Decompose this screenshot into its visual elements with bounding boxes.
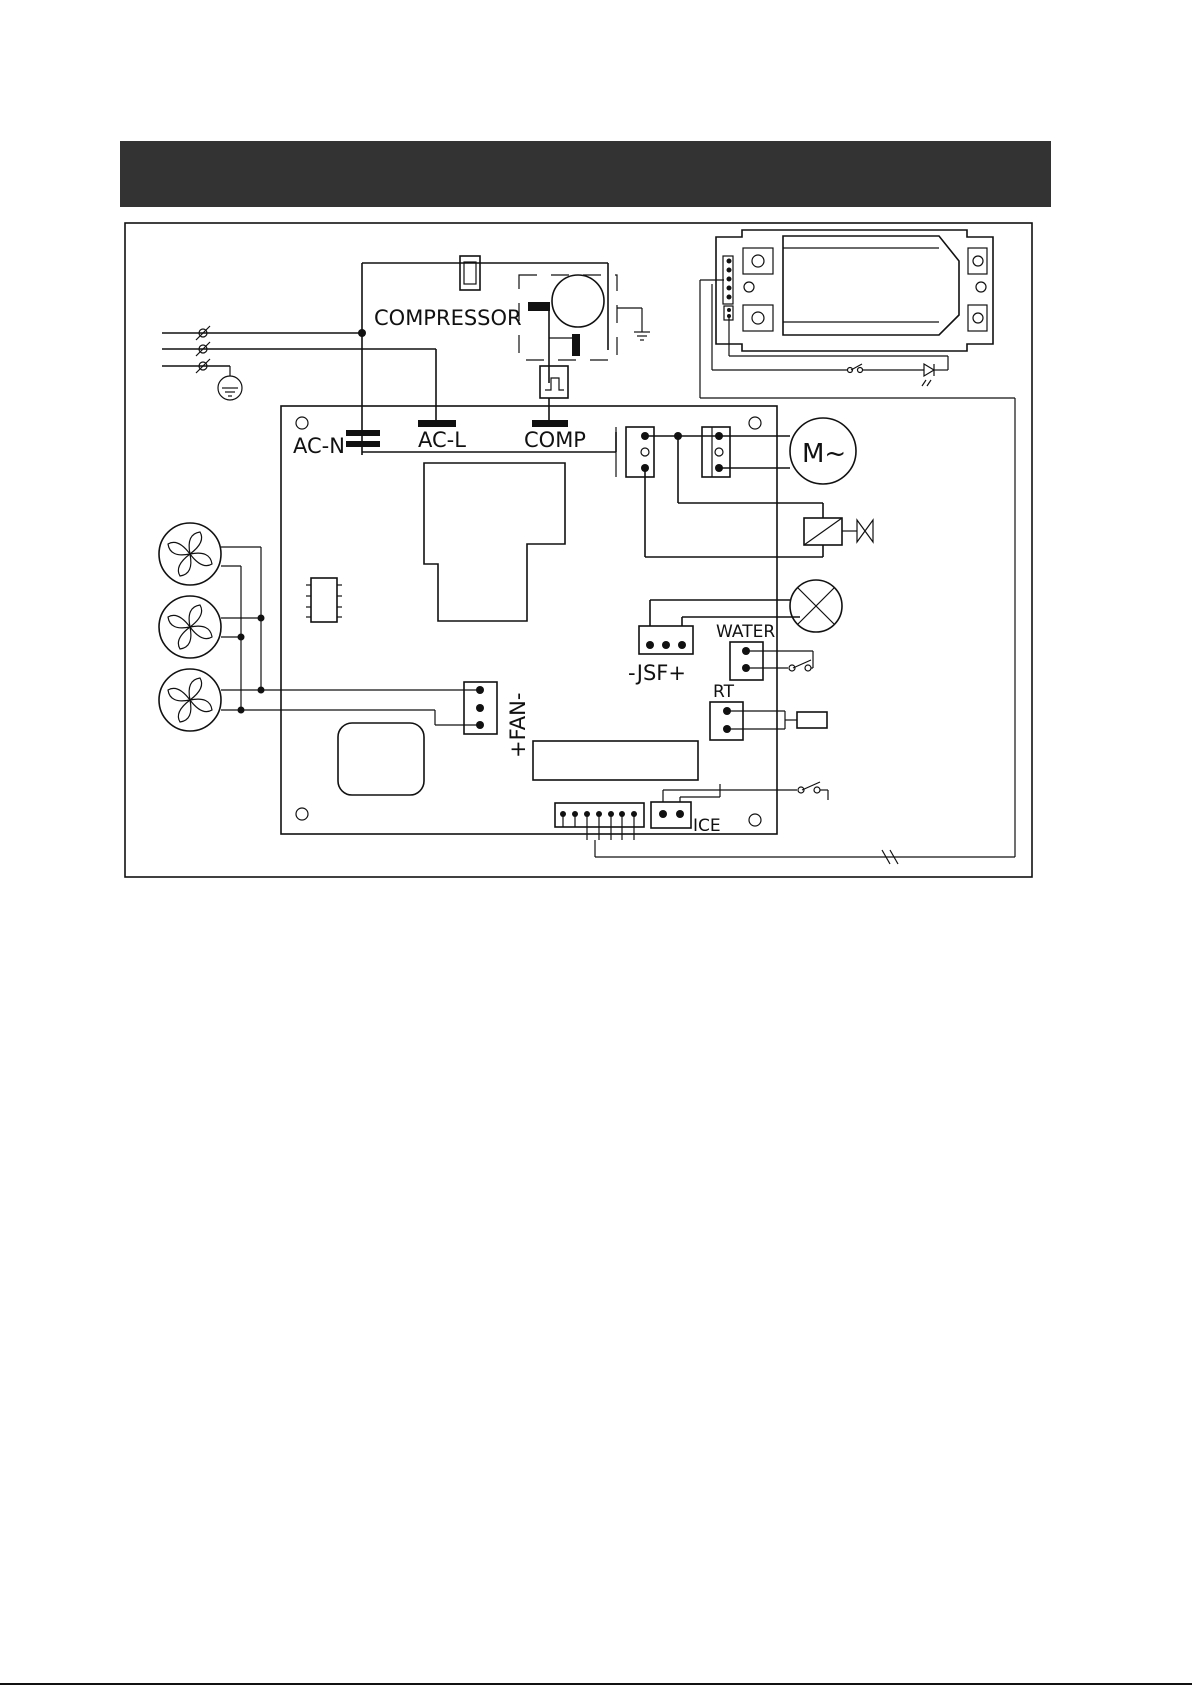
display-board: [712, 230, 993, 386]
ice-switch-icon: [663, 782, 828, 802]
ground-icon: [218, 366, 242, 400]
ac-n-label: AC-N: [293, 434, 345, 458]
rt-label: RT: [713, 682, 735, 702]
comp-label: COMP: [524, 428, 586, 452]
ice-label: ICE: [693, 816, 721, 836]
motor-icon: M~: [790, 418, 856, 484]
fan-wiring: [221, 547, 480, 725]
led-icon: [924, 364, 934, 376]
water-switch-icon: [746, 651, 813, 671]
ac-l-terminal: [418, 420, 456, 427]
ic-chip: [306, 578, 342, 622]
fan-icon: [159, 669, 221, 731]
display-cable: [595, 280, 1015, 864]
ice-connector: ICE: [651, 802, 721, 836]
relay-outline: [338, 723, 424, 795]
heatsink-outline: [424, 463, 565, 621]
control-board: AC-N AC-L COMP: [281, 349, 777, 840]
fan-connector: +FAN-: [464, 682, 530, 758]
mains-input: [162, 326, 436, 400]
fan-label: +FAN-: [506, 693, 530, 758]
lamp-icon: [790, 580, 842, 632]
water-label: WATER: [716, 622, 775, 642]
ac-l-label: AC-L: [418, 428, 466, 452]
motor-connector: [702, 427, 730, 477]
compressor-label: COMPRESSOR: [374, 306, 522, 330]
fan-icon: [159, 596, 221, 658]
display-connector-outline: [533, 741, 698, 780]
fan-icon: [159, 523, 221, 585]
compressor-block: COMPRESSOR: [362, 256, 650, 455]
ac-n-terminal: [346, 430, 380, 436]
jsf-connector: -JSF+: [628, 626, 693, 685]
jsf-label: -JSF+: [628, 661, 686, 685]
lcd-window: [783, 236, 959, 335]
pump-connector: [616, 427, 654, 477]
solenoid-valve-icon: [804, 518, 873, 545]
motor-label: M~: [802, 439, 846, 469]
comp-terminal: [532, 420, 568, 427]
